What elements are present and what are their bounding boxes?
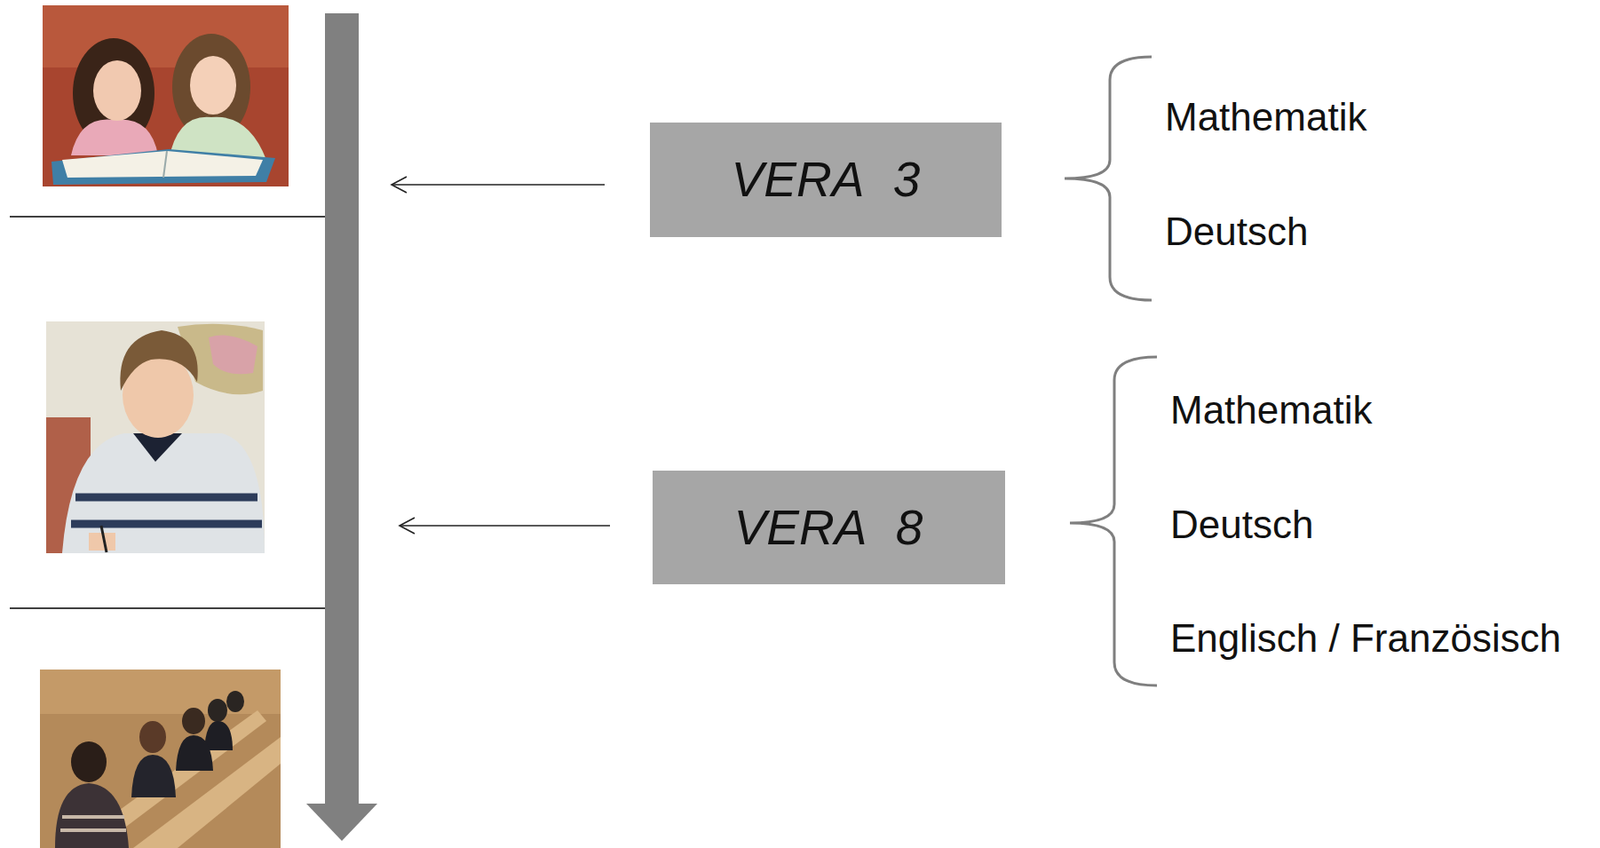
box-label: VERA 3 <box>731 152 921 207</box>
box-label: VERA 8 <box>734 500 924 555</box>
photo-lecture-hall <box>39 669 281 848</box>
photo-boy-writing <box>46 321 265 554</box>
photo-boy-writing <box>208 335 258 375</box>
subject-label: Mathematik <box>1164 95 1367 141</box>
photo-girls-reading <box>190 55 237 115</box>
photo-lecture-hall <box>139 720 167 753</box>
curly-brace <box>1064 56 1152 301</box>
photo-girls-reading <box>42 5 289 187</box>
photo-lecture-hall <box>39 669 281 848</box>
pointer-arrow <box>399 517 610 534</box>
photo-lecture-hall <box>39 669 281 714</box>
pointer-arrow <box>391 183 605 186</box>
photo-boy-writing <box>101 525 107 553</box>
pointer-arrow <box>391 176 605 193</box>
photo-boy-writing <box>62 433 265 554</box>
photo-lecture-hall <box>226 690 245 713</box>
pointer-arrow <box>399 517 415 534</box>
subject-label: Englisch / Französisch <box>1170 616 1561 662</box>
timeline-arrow <box>306 13 378 841</box>
photo-girls-reading <box>93 60 142 121</box>
photo-girls-reading <box>62 150 263 178</box>
photo-lecture-hall <box>204 720 233 751</box>
photo-girls-reading <box>51 149 276 185</box>
photo-lecture-hall <box>71 741 107 783</box>
process-box: VERA 3 <box>649 122 1002 238</box>
photo-girls-reading <box>42 5 289 187</box>
photo-boy-writing <box>46 321 265 554</box>
process-box: VERA 8 <box>652 470 1006 585</box>
separator-line <box>9 607 352 610</box>
photo-lecture-hall <box>131 754 176 798</box>
timeline-arrow <box>306 803 378 841</box>
timeline-arrow <box>324 13 359 806</box>
subject-label: Mathematik <box>1170 388 1372 434</box>
pointer-arrow <box>399 524 610 527</box>
subject-label: Deutsch <box>1164 209 1308 255</box>
pointer-arrow <box>391 176 407 193</box>
photo-boy-writing <box>71 520 262 529</box>
photo-lecture-hall <box>182 707 206 735</box>
subject-label: Deutsch <box>1170 502 1314 548</box>
photo-girls-reading <box>42 5 289 68</box>
photo-lecture-hall <box>60 816 127 831</box>
photo-lecture-hall <box>55 783 129 848</box>
separator-line <box>9 215 352 218</box>
photo-lecture-hall <box>207 698 228 722</box>
photo-boy-writing <box>119 330 198 391</box>
photo-girls-reading <box>163 150 167 178</box>
photo-girls-reading <box>71 119 159 157</box>
photo-lecture-hall <box>175 735 214 771</box>
curly-brace <box>1069 356 1157 686</box>
photo-boy-writing <box>75 493 258 502</box>
